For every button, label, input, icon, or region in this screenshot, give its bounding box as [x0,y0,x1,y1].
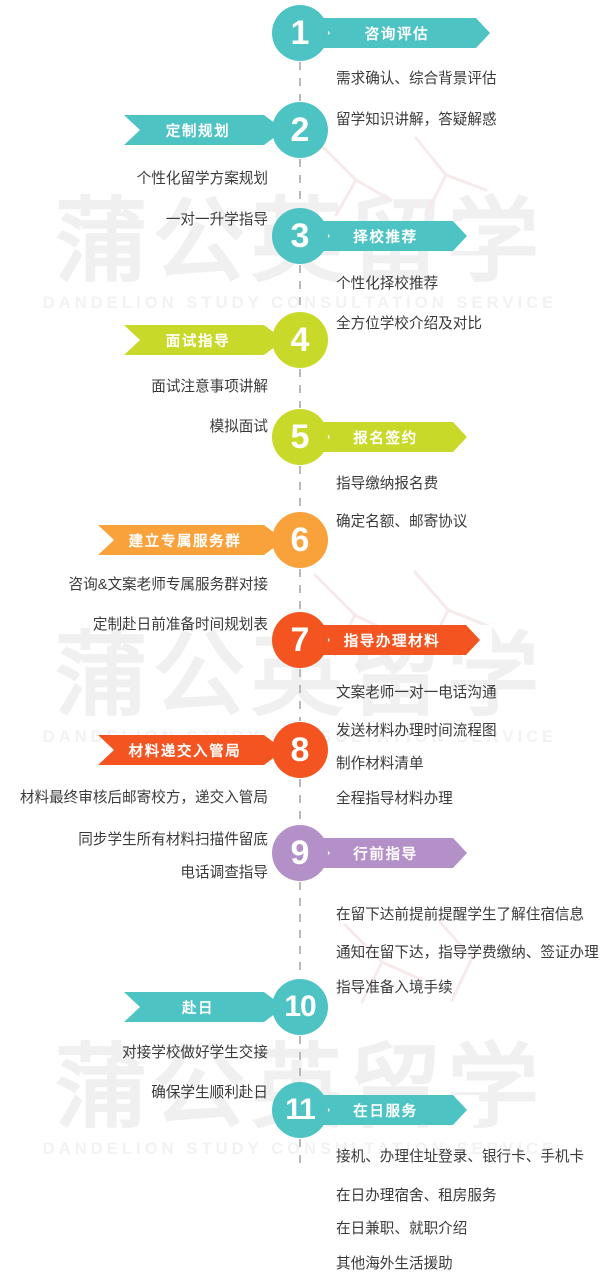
flow-connector-line [299,159,301,207]
step-detail-text: 接机、办理住址登录、银行卡、手机卡 [336,1149,585,1165]
flow-connector-line [299,882,301,978]
step-title-banner-6[interactable]: 建立专属服务群 [98,525,284,555]
banner-shape [316,838,479,868]
step-number-badge-10[interactable]: 10 [272,979,328,1035]
step-detail-text: 通知在留下达，指导学费缴纳、签证办理 [336,945,599,961]
step-number-text: 3 [290,217,310,255]
step-detail-text: 确保学生顺利赴日 [151,1085,268,1101]
banner-shape [316,18,502,48]
step-detail-text: 模拟面试 [209,419,268,435]
step-detail-text: 指导缴纳报名费 [336,476,439,492]
step-title-text: 赴日 [181,1000,215,1017]
flow-connector-line [299,779,301,824]
step-detail-text: 文案老师一对一电话沟通 [336,685,497,701]
banner-shape [316,1095,479,1125]
step-number-badge-9[interactable]: 9 [272,825,328,881]
step-number-text: 11 [285,1093,316,1126]
step-title-banner-2[interactable]: 定制规划 [124,115,284,145]
step-number-badge-5[interactable]: 5 [272,409,328,465]
flow-connector-line [299,669,301,721]
step-detail-text: 需求确认、综合背景评估 [336,71,497,87]
step-number-text: 8 [290,731,310,769]
flow-connector-line [299,1139,301,1165]
banner-shape [316,422,479,452]
step-title-banner-5[interactable]: 报名签约 [316,422,479,452]
step-title-banner-9[interactable]: 行前指导 [316,838,479,868]
step-title-text: 择校推荐 [353,229,418,246]
step-title-text: 材料递交入管局 [128,743,242,760]
step-number-badge-11[interactable]: 11 [272,1082,328,1138]
banner-shape [316,221,479,251]
step-detail-text: 全程指导材料办理 [336,791,453,807]
step-title-banner-7[interactable]: 指导办理材料 [316,625,492,655]
step-title-text: 面试指导 [165,333,231,350]
step-title-banner-4[interactable]: 面试指导 [124,325,284,355]
banner-shape [124,325,284,355]
step-detail-text: 发送材料办理时间流程图 [336,723,497,739]
step-number-text: 10 [284,990,316,1023]
step-detail-text: 个性化择校推荐 [336,276,439,292]
step-detail-text: 制作材料清单 [336,756,424,772]
step-number-badge-6[interactable]: 6 [272,512,328,568]
step-number-badge-1[interactable]: 1 [272,5,328,61]
step-title-text: 定制规划 [165,123,231,140]
step-detail-text: 在留下达前提前提醒学生了解住宿信息 [336,907,585,923]
step-title-text: 指导办理材料 [343,633,441,650]
step-title-banner-8[interactable]: 材料递交入管局 [98,735,284,765]
step-detail-text: 指导准备入境手续 [336,980,453,996]
step-number-text: 7 [290,621,310,659]
banner-shape [98,735,284,765]
flow-connector-line [299,369,301,408]
dandelion-decoration-icon [343,920,474,1004]
step-detail-text: 电话调查指导 [180,865,268,881]
step-detail-text: 留学知识讲解，答疑解惑 [336,112,497,128]
flow-connector-line [299,265,301,311]
step-number-badge-7[interactable]: 7 [272,612,328,668]
step-number-text: 6 [290,521,310,559]
step-detail-text: 确定名额、邮寄协议 [336,514,468,530]
step-title-text: 建立专属服务群 [128,533,242,550]
step-number-badge-2[interactable]: 2 [272,102,328,158]
step-number-text: 4 [290,321,310,359]
dandelion-decoration-icon [313,570,490,657]
step-title-text: 在日服务 [353,1103,418,1120]
flow-connector-line [299,62,301,101]
step-number-badge-4[interactable]: 4 [272,312,328,368]
step-detail-text: 在日办理宿舍、租房服务 [336,1188,497,1204]
step-detail-text: 面试注意事项讲解 [151,379,268,395]
step-title-text: 报名签约 [353,430,418,447]
step-detail-text: 一对一升学指导 [165,212,268,228]
step-title-banner-1[interactable]: 咨询评估 [316,18,502,48]
step-detail-text: 咨询&文案老师专属服务群对接 [68,577,268,593]
banner-shape [98,525,284,555]
step-number-badge-3[interactable]: 3 [272,208,328,264]
step-title-banner-11[interactable]: 在日服务 [316,1095,479,1125]
banner-shape [124,115,284,145]
step-detail-text: 全方位学校介绍及对比 [336,316,482,332]
step-number-text: 1 [290,14,310,52]
step-number-text: 5 [290,418,310,456]
step-number-text: 9 [290,834,310,872]
banner-shape [124,992,284,1022]
step-title-banner-10[interactable]: 赴日 [124,992,284,1022]
step-detail-text: 定制赴日前准备时间规划表 [92,617,268,633]
step-number-text: 2 [290,111,310,149]
flow-connector-line [299,466,301,511]
step-detail-text: 在日兼职、就职介绍 [336,1221,468,1237]
step-detail-text: 同步学生所有材料扫描件留底 [78,832,268,848]
flow-connector-line [299,1036,301,1081]
step-number-badge-8[interactable]: 8 [272,722,328,778]
step-detail-text: 对接学校做好学生交接 [122,1045,268,1061]
step-title-text: 行前指导 [353,846,418,863]
step-detail-text: 其他海外生活援助 [336,1256,453,1272]
flow-connector-line [299,569,301,611]
step-detail-text: 个性化留学方案规划 [136,171,268,187]
step-title-banner-3[interactable]: 择校推荐 [316,221,479,251]
step-title-text: 咨询评估 [364,26,430,43]
step-detail-text: 材料最终审核后邮寄校方，递交入管局 [19,790,268,806]
